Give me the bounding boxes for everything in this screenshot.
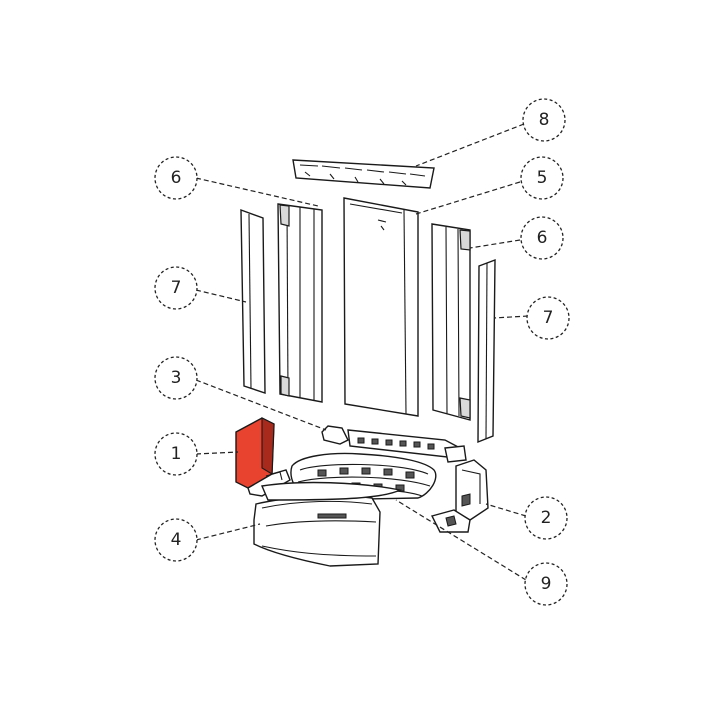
callout-label: 2 xyxy=(541,508,552,528)
leader-3 xyxy=(195,379,327,431)
callout-label: 6 xyxy=(537,228,548,248)
part-front-base[interactable] xyxy=(253,481,403,567)
part-side-liner-left[interactable] xyxy=(277,203,323,403)
part-side-liner-right[interactable] xyxy=(431,223,471,421)
part-rear-liner[interactable] xyxy=(343,197,419,417)
callout-7-left[interactable]: 7 xyxy=(154,266,198,310)
leader-7-right xyxy=(493,315,529,319)
leader-1 xyxy=(195,451,239,455)
callout-7-right[interactable]: 7 xyxy=(526,296,570,340)
callout-label: 3 xyxy=(171,368,182,388)
callout-5[interactable]: 5 xyxy=(520,156,564,200)
part-side-strip-right[interactable] xyxy=(477,258,496,444)
callout-4[interactable]: 4 xyxy=(154,518,198,562)
callout-1[interactable]: 1 xyxy=(154,432,198,476)
leader-7-left xyxy=(195,289,247,303)
leader-2 xyxy=(485,503,527,517)
part-corner-piece-right[interactable] xyxy=(430,459,489,533)
leader-6-right xyxy=(469,239,521,249)
callout-label: 9 xyxy=(541,574,552,594)
leader-9 xyxy=(395,499,527,581)
callout-2[interactable]: 2 xyxy=(524,496,568,540)
leader-6-left xyxy=(195,177,319,207)
callout-label: 4 xyxy=(171,530,182,550)
part-front-bricks[interactable] xyxy=(321,425,467,463)
callout-6-right[interactable]: 6 xyxy=(520,216,564,260)
part-side-strip-left[interactable] xyxy=(240,208,266,394)
callout-3[interactable]: 3 xyxy=(154,356,198,400)
callout-label: 5 xyxy=(537,168,548,188)
leader-4 xyxy=(195,523,261,541)
leader-8 xyxy=(415,123,525,167)
callout-9[interactable]: 9 xyxy=(524,562,568,606)
callout-label: 6 xyxy=(171,168,182,188)
callout-label: 8 xyxy=(539,110,550,130)
callout-8-top[interactable]: 8 xyxy=(522,98,566,142)
part-front-piece-highlighted[interactable] xyxy=(235,417,291,497)
callout-6-left[interactable]: 6 xyxy=(154,156,198,200)
callout-label: 1 xyxy=(171,444,182,464)
leader-5 xyxy=(415,181,521,215)
leader-lines xyxy=(195,123,529,581)
callout-label: 7 xyxy=(543,308,554,328)
callout-label: 7 xyxy=(171,278,182,298)
part-top-baffle[interactable] xyxy=(292,159,435,189)
